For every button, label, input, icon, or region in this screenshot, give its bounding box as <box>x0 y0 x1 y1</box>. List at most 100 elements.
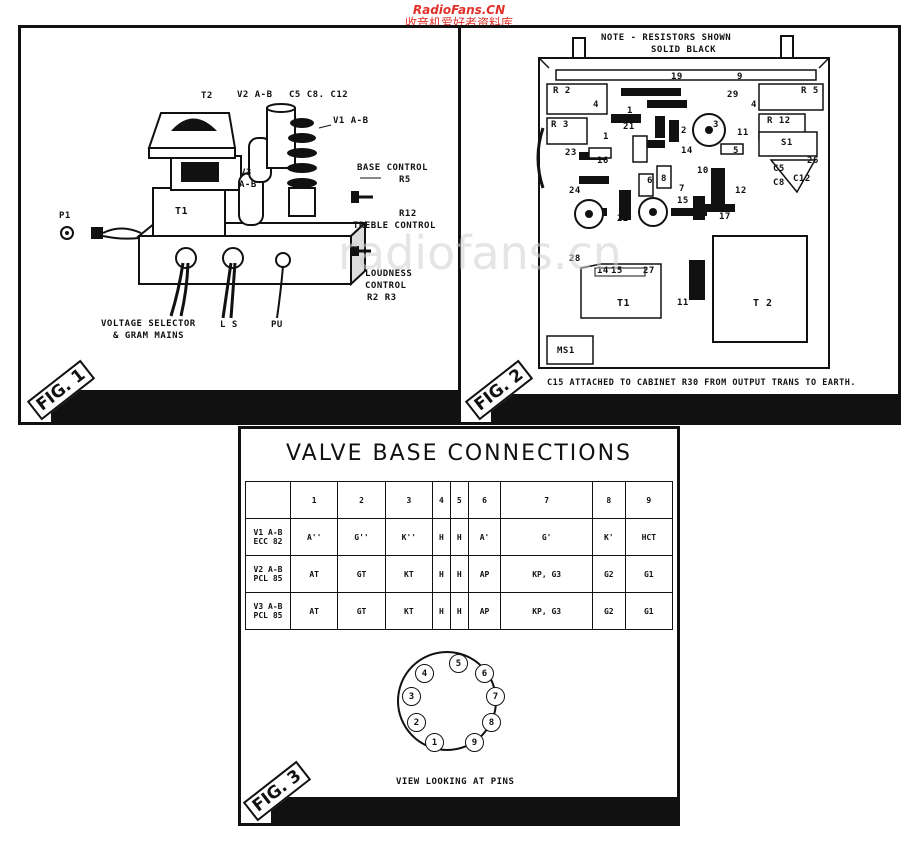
fig2-note: NOTE - RESISTORS SHOWN <box>601 33 732 43</box>
fig1-v3-label: V3 <box>240 168 252 178</box>
fig3-title: VALVE BASE CONNECTIONS <box>286 441 632 466</box>
table-cell: HCT <box>624 518 674 556</box>
table-cell: G' <box>500 518 593 556</box>
valve-name-cell: V1 A-B ECC 82 <box>245 518 291 556</box>
fig2-n7: 7 <box>679 184 685 194</box>
table-cell: H <box>432 555 451 593</box>
table-cell: A' <box>467 518 502 556</box>
fig2-msi: MS1 <box>557 346 575 356</box>
fig2-n15: 15 <box>677 196 689 206</box>
table-cell: AT <box>289 555 339 593</box>
pin-header-5: 5 <box>449 481 469 519</box>
fig2-r2: R 2 <box>553 86 571 96</box>
fig1-r12-label: R12 <box>399 209 417 219</box>
fig2-n27: 27 <box>643 266 655 276</box>
fig3-caption: VIEW LOOKING AT PINS <box>396 777 515 787</box>
valve-name-cell: V2 A-B PCL 85 <box>245 555 291 593</box>
fig1-p1-label: P1 <box>59 211 71 221</box>
site-name: RadioFans.CN <box>412 3 506 17</box>
valve-name: V1 A-B <box>253 528 283 537</box>
pin-2: 2 <box>407 713 426 732</box>
pin-9: 9 <box>465 733 484 752</box>
fig2-note2: SOLID BLACK <box>651 45 717 55</box>
fig1-drawing <box>60 103 381 319</box>
fig2-n17: 17 <box>719 212 731 222</box>
fig2-n22: 22 <box>617 214 629 224</box>
fig2-n5: 5 <box>733 146 739 156</box>
valve-name-cell: V3 A-B PCL 85 <box>245 592 291 630</box>
fig2-c8: C8 <box>773 178 785 188</box>
fig2-r5: R 5 <box>801 86 819 96</box>
fig2-n15b: 15 <box>611 266 623 276</box>
fig2-n11: 11 <box>737 128 749 138</box>
table-corner-cell <box>245 481 291 519</box>
table-cell: H <box>432 592 451 630</box>
fig3-panel: VALVE BASE CONNECTIONS 1 2 3 4 5 6 7 8 9… <box>238 426 680 826</box>
pin-header-7: 7 <box>500 481 593 519</box>
table-cell: KP, G3 <box>500 555 593 593</box>
fig2-n2: 2 <box>681 126 687 136</box>
fig1-r2r3-label: R2 R3 <box>367 293 397 303</box>
table-cell: H <box>449 555 469 593</box>
fig2-t1: T1 <box>617 298 631 309</box>
table-cell: H <box>449 518 469 556</box>
fig2-caption: C15 ATTACHED TO CABINET R30 FROM OUTPUT … <box>547 378 856 388</box>
table-cell: A'' <box>289 518 339 556</box>
table-cell: K'' <box>384 518 434 556</box>
fig2-n21: 21 <box>623 122 635 132</box>
fig1-voltage-label: VOLTAGE SELECTOR <box>101 319 196 329</box>
fig1-gram-label: & GRAM MAINS <box>113 331 185 341</box>
fig2-n26: 26 <box>807 156 819 166</box>
valve-type: ECC 82 <box>253 537 283 546</box>
fig2-n1b: 1 <box>603 132 609 142</box>
fig2-n28: 28 <box>569 254 581 264</box>
fig1-v2-label: V2 A-B <box>237 90 273 100</box>
fig1-bottom-strip <box>51 390 458 422</box>
table-cell: KP, G3 <box>500 592 593 630</box>
table-cell: GT <box>337 555 386 593</box>
fig2-n8: 8 <box>661 174 667 184</box>
fig1-t2-label: T2 <box>201 91 213 101</box>
table-cell: G1 <box>624 555 674 593</box>
table-row: V3 A-B PCL 85 AT GT KT H H AP KP, G3 G2 … <box>245 592 674 630</box>
table-cell: H <box>432 518 451 556</box>
table-cell: AP <box>467 555 502 593</box>
fig2-drawing <box>536 35 830 369</box>
fig2-n11b: 11 <box>677 298 689 308</box>
valve-table: 1 2 3 4 5 6 7 8 9 V1 A-B ECC 82 A'' G'' … <box>245 481 674 630</box>
table-cell: G2 <box>591 592 626 630</box>
fig2-n24: 24 <box>569 186 581 196</box>
fig2-r12: R 12 <box>767 116 791 126</box>
pin-1: 1 <box>425 733 444 752</box>
table-row: V2 A-B PCL 85 AT GT KT H H AP KP, G3 G2 … <box>245 555 674 593</box>
fig2-c12: C12 <box>793 174 811 184</box>
pin-header-6: 6 <box>467 481 502 519</box>
fig1-loudness-control-label: CONTROL <box>365 281 407 291</box>
fig3-bottom-strip <box>271 797 677 823</box>
table-cell: H <box>449 592 469 630</box>
table-cell: GT <box>337 592 386 630</box>
table-header-row: 1 2 3 4 5 6 7 8 9 <box>245 481 674 519</box>
table-cell: G1 <box>624 592 674 630</box>
fig2-n19: 19 <box>671 72 683 82</box>
fig1-treble-label: TREBLE CONTROL <box>353 221 436 231</box>
fig2-n14b: 14 <box>597 266 609 276</box>
table-cell: KT <box>384 592 434 630</box>
valve-type: PCL 85 <box>253 574 283 583</box>
pin-7: 7 <box>486 687 505 706</box>
pin-5: 5 <box>449 654 468 673</box>
table-cell: K' <box>591 518 626 556</box>
fig2-n14: 14 <box>681 146 693 156</box>
valve-type: PCL 85 <box>253 611 283 620</box>
table-cell: KT <box>384 555 434 593</box>
pin-4: 4 <box>415 664 434 683</box>
fig1-r5-label: R5 <box>399 175 411 185</box>
valve-name: V2 A-B <box>253 565 283 574</box>
overlay-watermark: radiofans.cn <box>338 226 622 280</box>
fig2-n4b: 4 <box>751 100 757 110</box>
fig1-t1-label: T1 <box>175 206 189 217</box>
pin-8: 8 <box>482 713 501 732</box>
fig2-c5: C5 <box>773 164 785 174</box>
table-cell: G2 <box>591 555 626 593</box>
pin-header-2: 2 <box>337 481 386 519</box>
